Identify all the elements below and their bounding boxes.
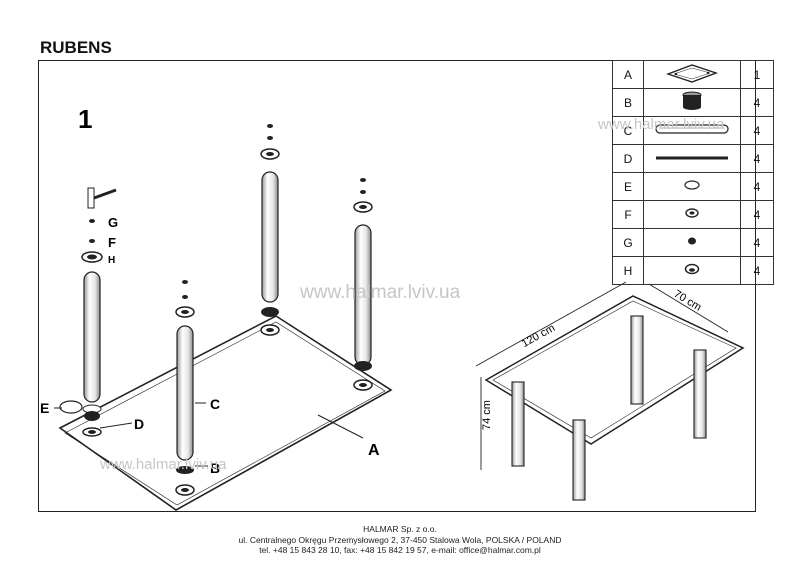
part-letter: H xyxy=(612,256,644,285)
document-title: RUBENS xyxy=(40,38,112,57)
dimension-lines xyxy=(475,281,729,470)
callout-e: E xyxy=(40,400,49,416)
nut-g-icon xyxy=(89,219,95,223)
footer: HALMAR Sp. z o.o. ul. Centralnego Okręgu… xyxy=(0,524,800,556)
footer-contact: tel. +48 15 843 28 10, fax: +48 15 842 1… xyxy=(259,545,541,555)
leg-1 xyxy=(59,187,117,437)
part-quantity: 4 xyxy=(740,228,774,257)
part-letter: C xyxy=(612,116,644,145)
washer-f-icon xyxy=(89,239,95,243)
rod-icon xyxy=(643,144,741,173)
leg-tube-icon xyxy=(643,116,741,145)
part-quantity: 4 xyxy=(740,200,774,229)
part-letter: A xyxy=(612,60,644,89)
leg-2 xyxy=(175,280,195,496)
step-number: 1 xyxy=(78,104,92,134)
callout-d: D xyxy=(134,416,144,432)
pad-icon xyxy=(643,172,741,201)
footer-company: HALMAR Sp. z o.o. xyxy=(363,524,437,534)
footer-address: ul. Centralnego Okręgu Przemysłowego 2, … xyxy=(238,534,562,545)
callout-b: B xyxy=(210,460,220,476)
watermark-table: www.halmar.lviv.ua xyxy=(598,116,725,133)
washer-icon xyxy=(643,200,741,229)
part-letter: F xyxy=(612,200,644,229)
glass-top-icon xyxy=(643,60,741,89)
part-quantity: 1 xyxy=(740,60,774,89)
callout-g: G xyxy=(108,215,118,230)
callout-h: H xyxy=(108,255,115,266)
leg-3 xyxy=(260,124,280,336)
watermark-bottom-left: www.halmar.lviv.ua xyxy=(100,456,227,473)
leader-d xyxy=(99,422,133,429)
pad-e-icon xyxy=(59,400,83,414)
dim-height: 74 cm xyxy=(481,400,493,430)
leader-a xyxy=(317,414,364,439)
assembly-drawing: 1 A G F H E D C B xyxy=(40,104,745,511)
leg-4 xyxy=(353,178,373,391)
part-quantity: 4 xyxy=(740,88,774,117)
assembled-table xyxy=(484,295,745,501)
part-letter: G xyxy=(612,228,644,257)
dim-width: 70 cm xyxy=(672,288,704,314)
foot-cap-icon xyxy=(643,88,741,117)
callout-a: A xyxy=(368,442,380,459)
drawing-frame xyxy=(38,60,756,512)
part-quantity: 4 xyxy=(740,256,774,285)
ring-icon xyxy=(643,256,741,285)
part-quantity: 4 xyxy=(740,116,774,145)
bolt-icon xyxy=(87,187,95,209)
dim-length: 120 cm xyxy=(520,322,557,350)
callout-f: F xyxy=(108,235,116,250)
part-quantity: 4 xyxy=(740,144,774,173)
nut-icon xyxy=(643,228,741,257)
callout-c: C xyxy=(210,396,220,412)
part-letter: E xyxy=(612,172,644,201)
part-letter: D xyxy=(612,144,644,173)
part-quantity: 4 xyxy=(740,172,774,201)
glass-top xyxy=(58,315,393,511)
watermark-center: www.halmar.lviv.ua xyxy=(300,282,461,303)
part-letter: B xyxy=(612,88,644,117)
